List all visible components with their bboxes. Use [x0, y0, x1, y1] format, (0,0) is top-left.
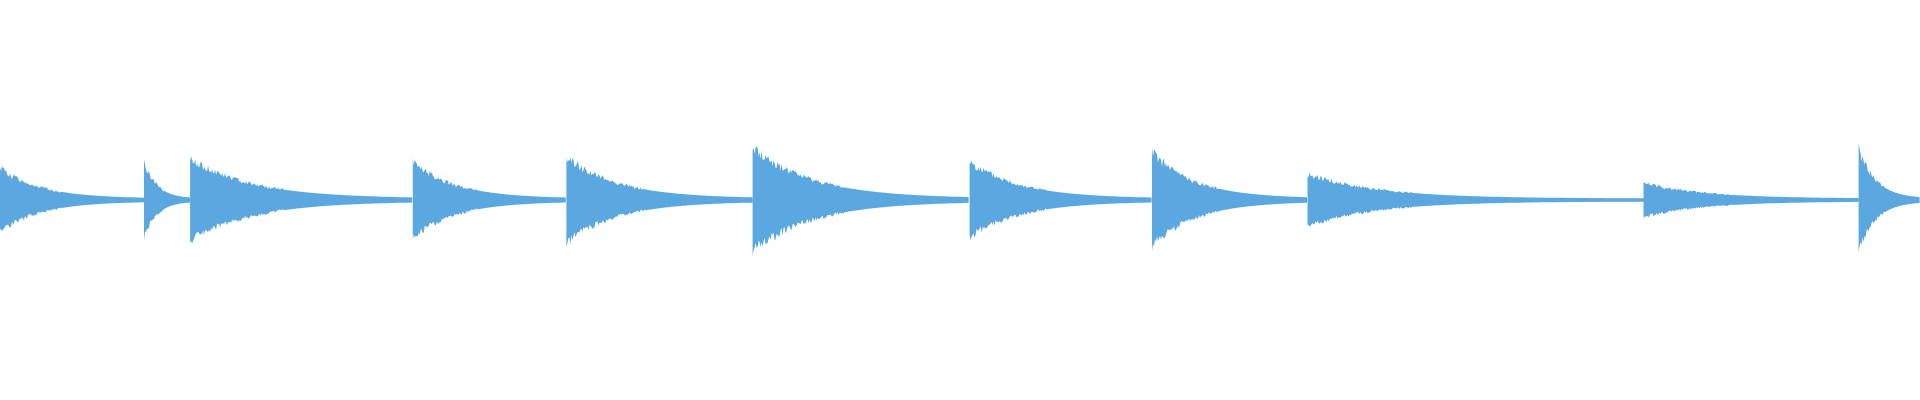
waveform-transient-2 [144, 159, 190, 241]
waveform-transient-5 [566, 157, 753, 247]
waveform-transient-4 [412, 158, 566, 240]
waveform-transient-9 [1307, 172, 1644, 227]
waveform-transient-1 [0, 165, 144, 232]
waveform-transient-7 [969, 160, 1152, 241]
waveform-transient-8 [1152, 147, 1307, 252]
waveform-transient-3 [190, 156, 413, 244]
waveform-segments [0, 143, 1920, 256]
waveform-transient-10 [1643, 182, 1859, 219]
waveform-transient-6 [752, 146, 969, 256]
waveform-transient-11 [1858, 143, 1920, 253]
